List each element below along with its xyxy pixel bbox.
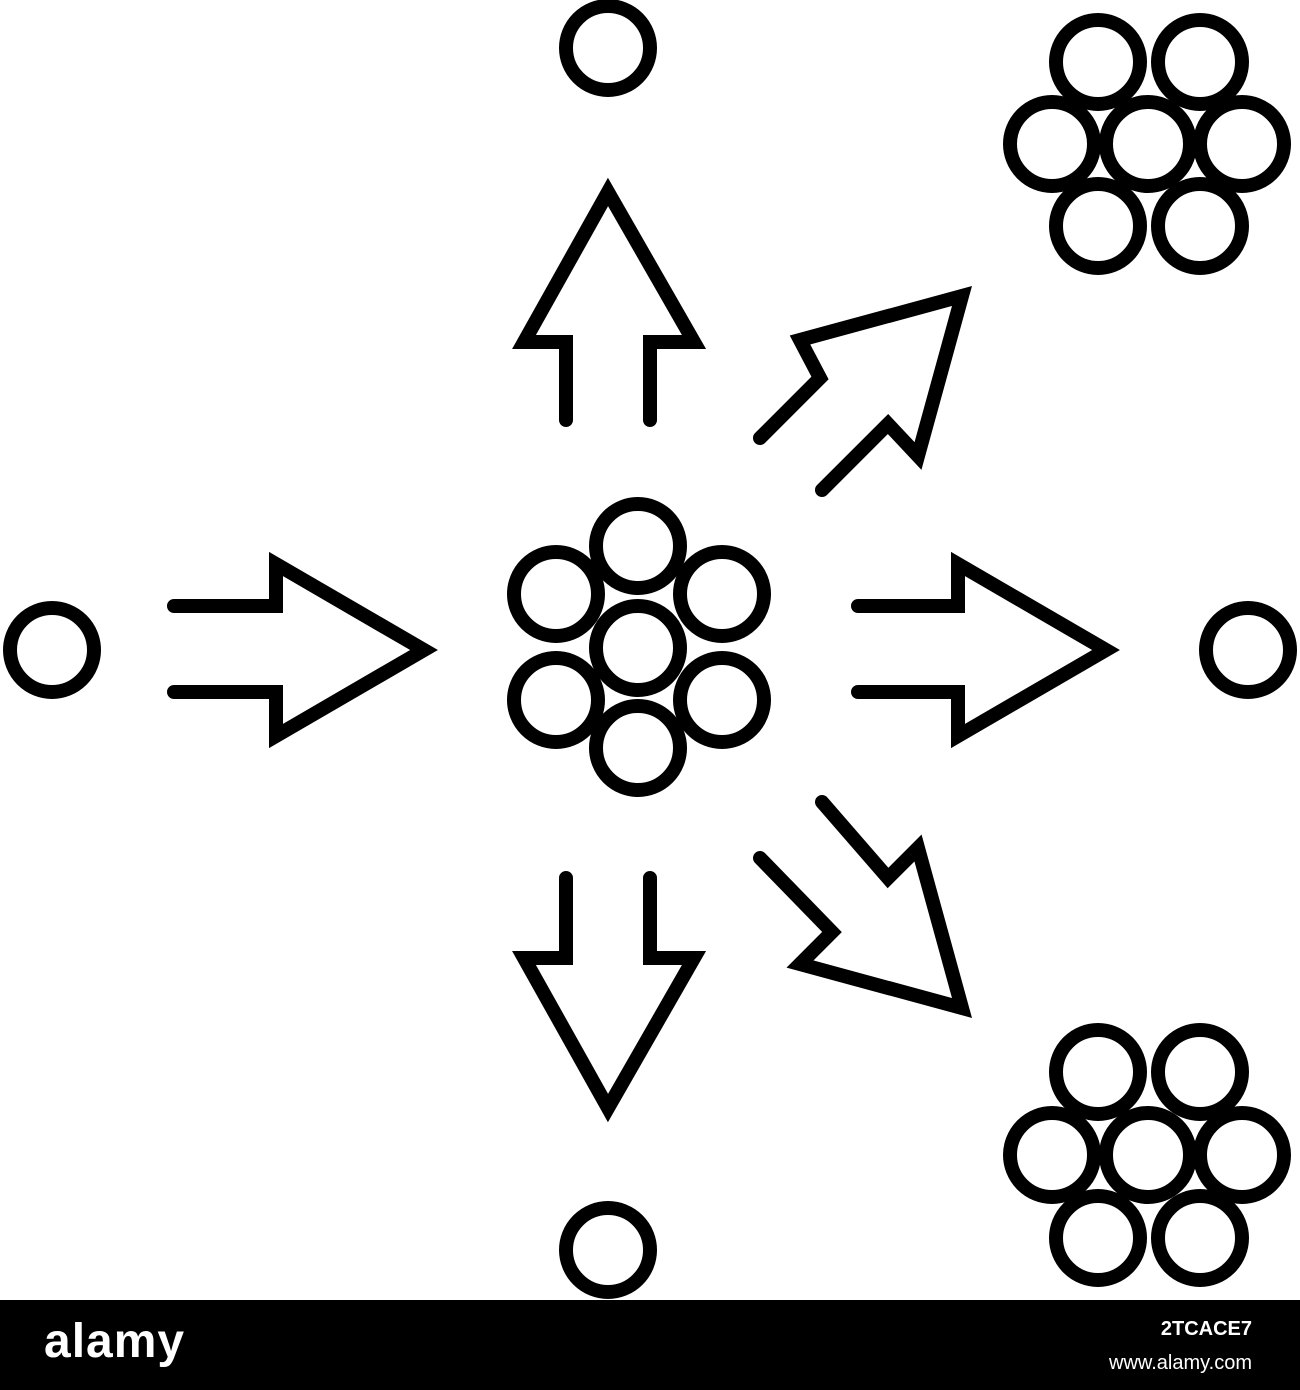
image-id: 2TCACE7: [1160, 1318, 1252, 1340]
brand-logo: alamy: [44, 1315, 186, 1368]
bottom-right-molecule-cluster-icon: [1003, 1023, 1291, 1287]
small-particle-icon: [559, 1201, 657, 1299]
top-right-molecule-cluster-icon: [1003, 13, 1291, 275]
stock-site-url[interactable]: www.alamy.com: [1109, 1352, 1252, 1374]
small-particle-icon: [559, 0, 657, 97]
small-particle-icon: [1199, 601, 1297, 699]
outgoing-arrow-up-right-icon: [753, 286, 973, 497]
diffusion-illustration: [3, 0, 1297, 1299]
outgoing-arrow-down-right-icon: [753, 795, 973, 1018]
outgoing-arrow-right-icon: [851, 551, 1120, 749]
small-particle-icon: [3, 601, 101, 699]
outgoing-arrow-up-icon: [512, 177, 707, 427]
incoming-arrow-icon: [167, 551, 438, 749]
outgoing-arrow-down-icon: [512, 871, 707, 1123]
central-molecule-cluster-icon: [507, 497, 771, 797]
footer-bar: alamy 2TCACE7 www.alamy.com: [0, 1300, 1300, 1390]
